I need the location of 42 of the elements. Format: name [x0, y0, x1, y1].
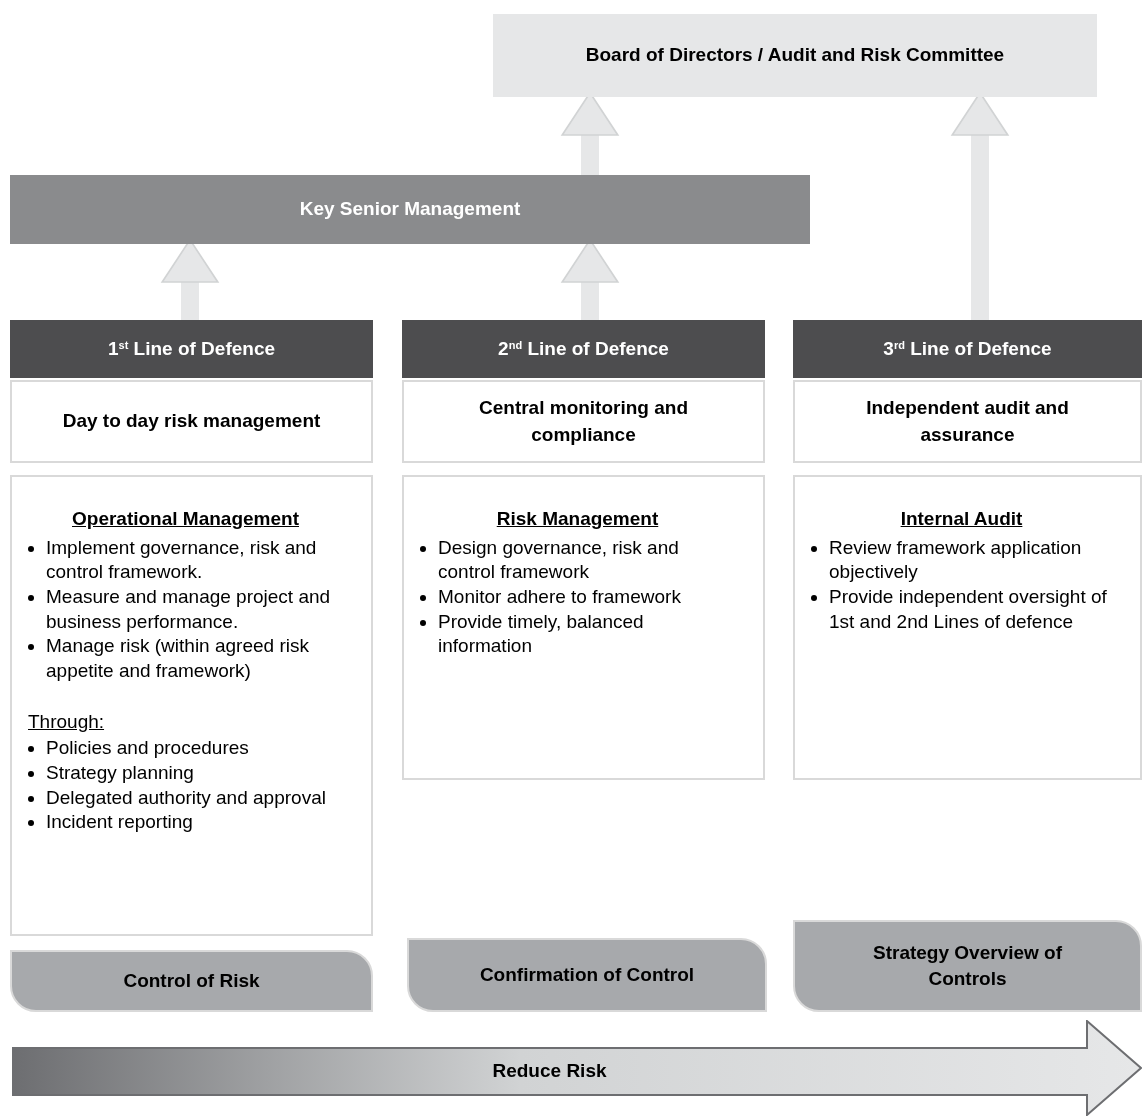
box-title: Board of Directors / Audit and Risk Committee	[585, 43, 1005, 68]
header-title: 2$^{nd}$ Line of Defence	[498, 336, 669, 361]
responsibility-box	[793, 475, 1142, 780]
header-title: 1$^{st}$ Line of Defence	[107, 336, 276, 361]
column-header	[793, 320, 1142, 378]
header-title: 3$^{rd}$ Line of Defence	[883, 336, 1052, 361]
bullet-item: Implement governance, risk and control framework.	[46, 535, 318, 585]
outcome-tab	[10, 950, 373, 1012]
section-heading: Operational Management	[72, 507, 299, 531]
bullet-item: Measure and manage project and business performance.	[46, 584, 332, 634]
responsibility-box	[402, 475, 765, 780]
arrow-label: Reduce Risk	[492, 1059, 607, 1084]
section-heading: Internal Audit	[900, 507, 1023, 531]
section-subheading: Through:	[28, 709, 105, 734]
section-heading: Risk Management	[496, 507, 659, 531]
column-header	[402, 320, 765, 378]
bullet-item: Review framework application objectively	[829, 535, 1083, 585]
box-title: Key Senior Management	[299, 197, 521, 222]
column-header	[10, 320, 373, 378]
description-box	[793, 380, 1142, 463]
tab-title: Control of Risk	[123, 969, 260, 994]
bullet-item: Strategy planning	[46, 760, 194, 785]
board-box	[493, 14, 1097, 97]
bullet-item: Delegated authority and approval	[46, 785, 326, 810]
box-title: Day to day risk management	[62, 409, 321, 434]
bullet-item: Provide timely, balanced information	[438, 609, 645, 659]
tab-title: Confirmation of Control	[479, 963, 695, 988]
outcome-tab	[793, 920, 1142, 1012]
bullet-item: Incident reporting	[46, 810, 193, 835]
bullet-item: Manage risk (within agreed risk appetite and framework)	[46, 634, 310, 683]
bullet-item: Provide independent oversight of 1st and 2nd Lines of defence	[829, 584, 1108, 634]
box-title: Central monitoring and compliance	[478, 395, 689, 447]
bullet-item: Monitor adhere to framework	[438, 584, 681, 609]
description-box	[402, 380, 765, 463]
box-title: Independent audit and assurance	[865, 395, 1070, 447]
management-bar	[10, 175, 810, 244]
responsibility-box	[10, 475, 373, 936]
description-box	[10, 380, 373, 463]
bullet-item: Policies and procedures	[46, 736, 249, 761]
tab-title: Strategy Overview of Controls	[872, 941, 1063, 991]
bullet-item: Design governance, risk and control framework	[438, 535, 680, 585]
outcome-tab	[407, 938, 767, 1012]
